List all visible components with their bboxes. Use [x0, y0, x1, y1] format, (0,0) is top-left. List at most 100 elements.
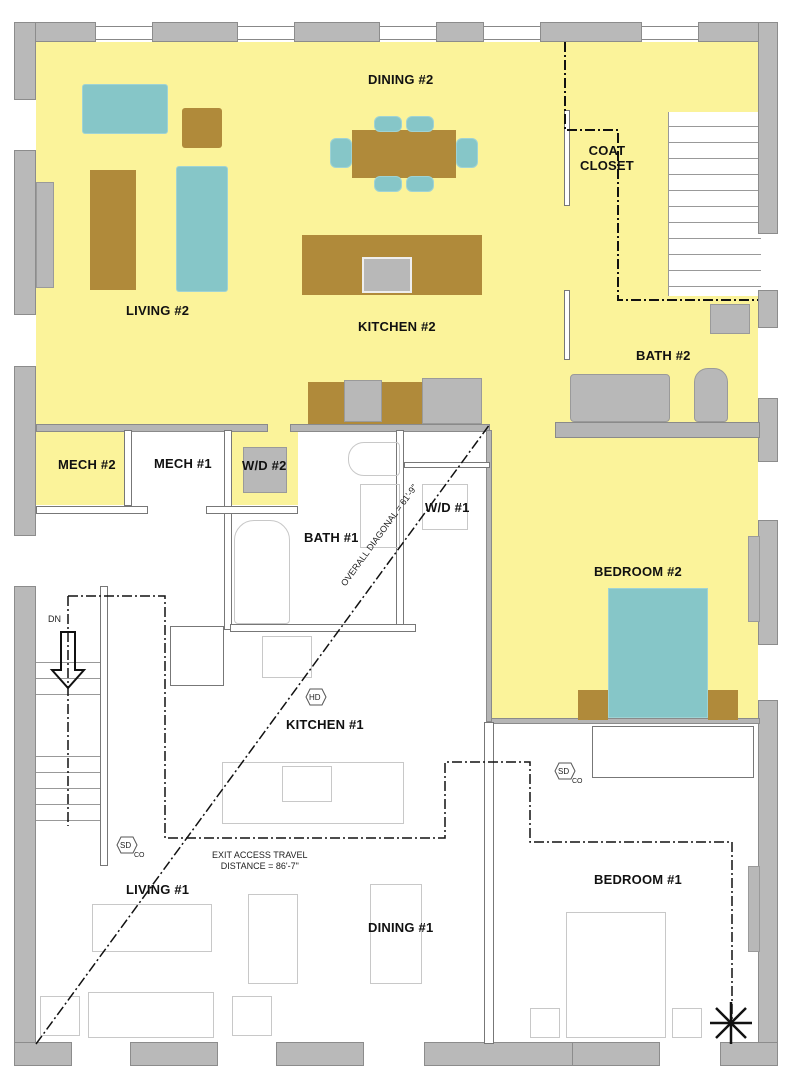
rug-living-1 — [92, 904, 212, 952]
exterior-wall-top — [436, 22, 484, 42]
exit-line2: DISTANCE = 86'-7" — [220, 861, 299, 871]
sofa-living-1 — [88, 992, 214, 1038]
exterior-wall-top — [294, 22, 380, 42]
dining-chair — [374, 116, 402, 132]
room-label-bedroom-1: BEDROOM #1 — [594, 872, 682, 887]
side-table — [182, 108, 222, 148]
exterior-wall-top — [152, 22, 238, 42]
stair-dn-label: DN — [48, 614, 61, 624]
sink-2 — [362, 257, 412, 293]
range-1 — [262, 636, 312, 678]
unit-divider-vertical-lower — [484, 722, 494, 1044]
coat-closet-line2: CLOSET — [580, 158, 634, 173]
sd-label: SD — [558, 767, 570, 776]
window — [96, 26, 152, 40]
window — [642, 26, 698, 40]
nightstand-1 — [530, 1008, 560, 1038]
exterior-wall-bottom — [572, 1042, 660, 1066]
dining-chair — [374, 176, 402, 192]
exterior-wall-bottom — [130, 1042, 218, 1066]
exterior-wall-top — [540, 22, 642, 42]
exit-window-star-icon — [710, 1002, 752, 1044]
unit-divider-vertical — [486, 430, 492, 722]
exterior-wall-left — [14, 22, 36, 100]
nightstand — [708, 690, 738, 720]
kitchen-island-1 — [222, 762, 404, 824]
room-label-wd-1: W/D #1 — [425, 500, 470, 515]
unit2-mech-wd-area — [36, 430, 126, 505]
exterior-wall-right — [758, 22, 778, 234]
window — [238, 26, 294, 40]
exterior-wall-right — [758, 290, 778, 328]
smoke-detector-icon — [554, 762, 576, 780]
exit-distance-annotation: EXIT ACCESS TRAVEL DISTANCE = 86'-7" — [212, 850, 308, 872]
toilet-2 — [694, 368, 728, 422]
side-table-1 — [232, 996, 272, 1036]
exterior-wall-bottom — [720, 1042, 778, 1066]
stair-down-arrow-icon — [49, 631, 87, 690]
dining-chair — [456, 138, 478, 168]
exterior-wall-bottom — [276, 1042, 364, 1066]
exterior-wall-left — [14, 150, 36, 315]
washer-dryer-2 — [243, 447, 287, 493]
toilet-1 — [348, 442, 400, 476]
smoke-detector-icon — [116, 836, 138, 854]
sink-bath-2 — [710, 304, 750, 334]
coffee-table — [90, 170, 136, 290]
range-2 — [344, 380, 382, 422]
exterior-wall-left — [14, 366, 36, 536]
partition-wall — [36, 424, 268, 432]
dining-chair — [406, 176, 434, 192]
room-label-bedroom-2: BEDROOM #2 — [594, 564, 682, 579]
dining-table-1 — [370, 884, 422, 984]
exterior-wall-bottom — [14, 1042, 72, 1066]
fridge-2 — [422, 378, 482, 424]
side-table-1 — [40, 996, 80, 1036]
room-label-bath-2: BATH #2 — [636, 348, 691, 363]
hd-label: HD — [309, 693, 321, 702]
room-label-kitchen-2: KITCHEN #2 — [358, 319, 436, 334]
mech-wall — [36, 506, 148, 514]
co-label: CO — [134, 852, 145, 859]
armchair — [248, 894, 298, 984]
nightstand-1 — [672, 1008, 702, 1038]
window — [484, 26, 540, 40]
room-label-wd-2: W/D #2 — [242, 458, 287, 473]
sd-label: SD — [120, 841, 132, 850]
partition-wall — [290, 424, 490, 432]
radiator — [748, 536, 760, 622]
window — [380, 26, 436, 40]
exit-line1: EXIT ACCESS TRAVEL — [212, 850, 308, 860]
mech-wall — [206, 506, 298, 514]
stair2 — [668, 112, 761, 296]
room-label-living-1: LIVING #1 — [126, 882, 190, 897]
coat-closet-wall — [564, 110, 570, 206]
radiator — [36, 182, 54, 288]
nightstand — [578, 690, 608, 720]
bed-2 — [608, 588, 708, 718]
mech-wall — [224, 430, 232, 630]
bath1-wall — [230, 624, 416, 632]
dining-chair — [406, 116, 434, 132]
sofa-top-left — [82, 84, 168, 134]
coat-closet-line1: COAT — [588, 143, 626, 158]
room-label-living-2: LIVING #2 — [126, 303, 190, 318]
room-label-kitchen-1: KITCHEN #1 — [286, 717, 364, 732]
bath2-bottom-wall — [555, 422, 760, 438]
stair1-wall — [100, 586, 108, 866]
dining-chair — [330, 138, 352, 168]
radiator — [748, 866, 760, 952]
kitchen1-wall — [170, 626, 224, 686]
dining-table-2 — [352, 130, 456, 178]
mech-wall — [124, 430, 132, 506]
sink-1 — [282, 766, 332, 802]
bathtub-1 — [234, 520, 290, 624]
heat-detector-icon — [305, 688, 327, 706]
bathtub-2 — [570, 374, 670, 422]
room-label-dining-2: DINING #2 — [368, 72, 434, 87]
wd1-wall — [404, 462, 490, 468]
room-label-mech-1: MECH #1 — [154, 456, 212, 471]
co-label: CO — [572, 778, 583, 785]
vanity-1 — [360, 484, 400, 548]
